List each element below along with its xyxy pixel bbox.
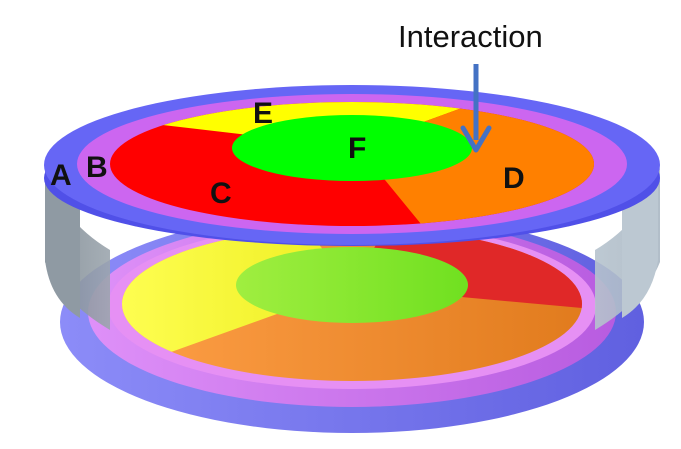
cylinder-wall [45,168,660,330]
label-c: C [210,177,232,210]
bottom-center-green [236,247,468,323]
top-disc [44,85,660,246]
interaction-label: Interaction [398,19,543,54]
label-f: F [348,132,366,165]
label-b: B [86,151,108,184]
label-d: D [503,162,525,195]
interaction-arrow [460,64,492,153]
arrow-head [460,125,492,153]
label-a: A [50,159,72,192]
bottom-disc [60,211,644,433]
label-e: E [253,97,273,130]
top-center-green [232,115,472,181]
